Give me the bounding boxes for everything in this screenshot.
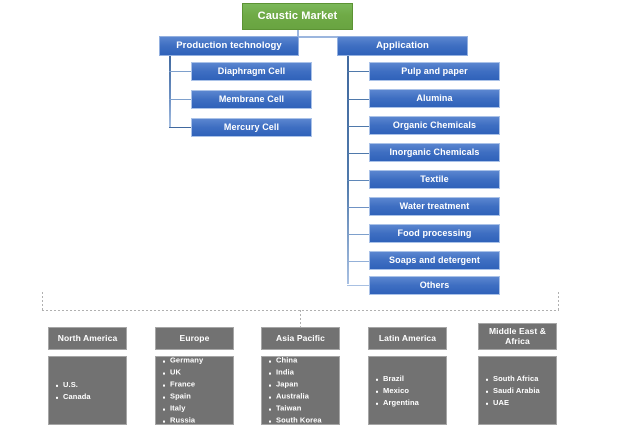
connector-application-stub-8: [347, 261, 370, 262]
leaf-node-membrane-cell[interactable]: Membrane Cell: [191, 90, 312, 109]
connector-root-stem: [297, 30, 299, 38]
region-country-list: China India Japan Australia Taiwan South…: [269, 354, 336, 427]
region-country-list: South Africa Saudi Arabia UAE: [486, 372, 553, 408]
region-body-north-america: U.S. Canada: [48, 356, 127, 425]
connector-application-stub-9: [347, 285, 370, 286]
leaf-node-label: Textile: [420, 174, 449, 185]
leaf-node-diaphragm-cell[interactable]: Diaphragm Cell: [191, 62, 312, 81]
leaf-node-label: Soaps and detergent: [389, 255, 480, 266]
branch-node-label: Production technology: [176, 39, 282, 51]
region-header-north-america[interactable]: North America: [48, 327, 127, 350]
region-header-label: Latin America: [378, 332, 437, 343]
list-item: Canada: [56, 391, 123, 403]
list-item: Italy: [163, 403, 230, 415]
list-item: Saudi Arabia: [486, 384, 553, 396]
region-header-middle-east-africa[interactable]: Middle East & Africa: [478, 323, 557, 350]
root-node-label: Caustic Market: [257, 10, 338, 23]
branch-node-production-technology[interactable]: Production technology: [159, 36, 299, 56]
list-item: China: [269, 354, 336, 366]
connector-application-stub-6: [347, 207, 370, 208]
branch-node-application[interactable]: Application: [337, 36, 468, 56]
list-item: UK: [163, 366, 230, 378]
connector-application-stub-2: [347, 99, 370, 100]
leaf-node-others[interactable]: Others: [369, 276, 500, 295]
connector-production-stub-1: [169, 71, 192, 72]
region-bracket-drop: [300, 310, 301, 327]
list-item: Argentina: [376, 397, 443, 409]
leaf-node-alumina[interactable]: Alumina: [369, 89, 500, 108]
leaf-node-label: Water treatment: [399, 201, 470, 212]
region-bracket-left-tick: [42, 292, 43, 311]
region-country-list: U.S. Canada: [56, 378, 123, 402]
root-node-caustic-market[interactable]: Caustic Market: [242, 3, 353, 30]
leaf-node-label: Others: [419, 280, 450, 291]
region-header-asia-pacific[interactable]: Asia Pacific: [261, 327, 340, 350]
leaf-node-label: Alumina: [416, 93, 453, 104]
list-item: France: [163, 378, 230, 390]
list-item: South Africa: [486, 372, 553, 384]
leaf-node-label: Diaphragm Cell: [217, 66, 286, 77]
list-item: India: [269, 366, 336, 378]
connector-application-stub-7: [347, 234, 370, 235]
region-body-europe: Germany UK France Spain Italy Russia: [155, 354, 234, 427]
leaf-node-label: Inorganic Chemicals: [389, 147, 480, 158]
list-item: Spain: [163, 391, 230, 403]
leaf-node-water-treatment[interactable]: Water treatment: [369, 197, 500, 216]
region-header-label: Europe: [179, 332, 210, 343]
list-item: Germany: [163, 354, 230, 366]
connector-application-trunk: [347, 56, 349, 284]
region-country-list: Germany UK France Spain Italy Russia: [163, 354, 230, 427]
connector-root-bar: [227, 36, 401, 38]
connector-application-stub-4: [347, 153, 370, 154]
connector-application-stub-1: [347, 71, 370, 72]
region-header-latin-america[interactable]: Latin America: [368, 327, 447, 350]
list-item: Australia: [269, 391, 336, 403]
connector-production-stub-3: [169, 127, 192, 128]
leaf-node-organic-chemicals[interactable]: Organic Chemicals: [369, 116, 500, 135]
region-country-list: Brazil Mexico Argentina: [376, 372, 443, 408]
region-body-middle-east-africa: South Africa Saudi Arabia UAE: [478, 356, 557, 425]
leaf-node-inorganic-chemicals[interactable]: Inorganic Chemicals: [369, 143, 500, 162]
list-item: Mexico: [376, 384, 443, 396]
leaf-node-label: Mercury Cell: [223, 122, 280, 133]
region-header-label: North America: [57, 332, 118, 343]
region-body-latin-america: Brazil Mexico Argentina: [368, 356, 447, 425]
leaf-node-label: Organic Chemicals: [392, 120, 477, 131]
leaf-node-soaps-and-detergent[interactable]: Soaps and detergent: [369, 251, 500, 270]
leaf-node-label: Membrane Cell: [218, 94, 285, 105]
connector-production-trunk: [169, 56, 171, 128]
leaf-node-mercury-cell[interactable]: Mercury Cell: [191, 118, 312, 137]
connector-production-stub-2: [169, 99, 192, 100]
leaf-node-food-processing[interactable]: Food processing: [369, 224, 500, 243]
region-bracket-right-tick: [558, 292, 559, 311]
leaf-node-pulp-and-paper[interactable]: Pulp and paper: [369, 62, 500, 81]
region-header-europe[interactable]: Europe: [155, 327, 234, 350]
list-item: Taiwan: [269, 403, 336, 415]
region-header-label: Asia Pacific: [276, 332, 325, 343]
connector-application-stub-3: [347, 126, 370, 127]
list-item: Russia: [163, 415, 230, 427]
branch-node-label: Application: [376, 39, 429, 51]
list-item: UAE: [486, 397, 553, 409]
list-item: South Korea: [269, 415, 336, 427]
leaf-node-textile[interactable]: Textile: [369, 170, 500, 189]
leaf-node-label: Food processing: [397, 228, 472, 239]
list-item: U.S.: [56, 378, 123, 390]
region-header-label: Middle East & Africa: [488, 325, 547, 346]
list-item: Brazil: [376, 372, 443, 384]
leaf-node-label: Pulp and paper: [401, 66, 468, 77]
list-item: Japan: [269, 378, 336, 390]
region-body-asia-pacific: China India Japan Australia Taiwan South…: [261, 354, 340, 427]
connector-application-stub-5: [347, 180, 370, 181]
